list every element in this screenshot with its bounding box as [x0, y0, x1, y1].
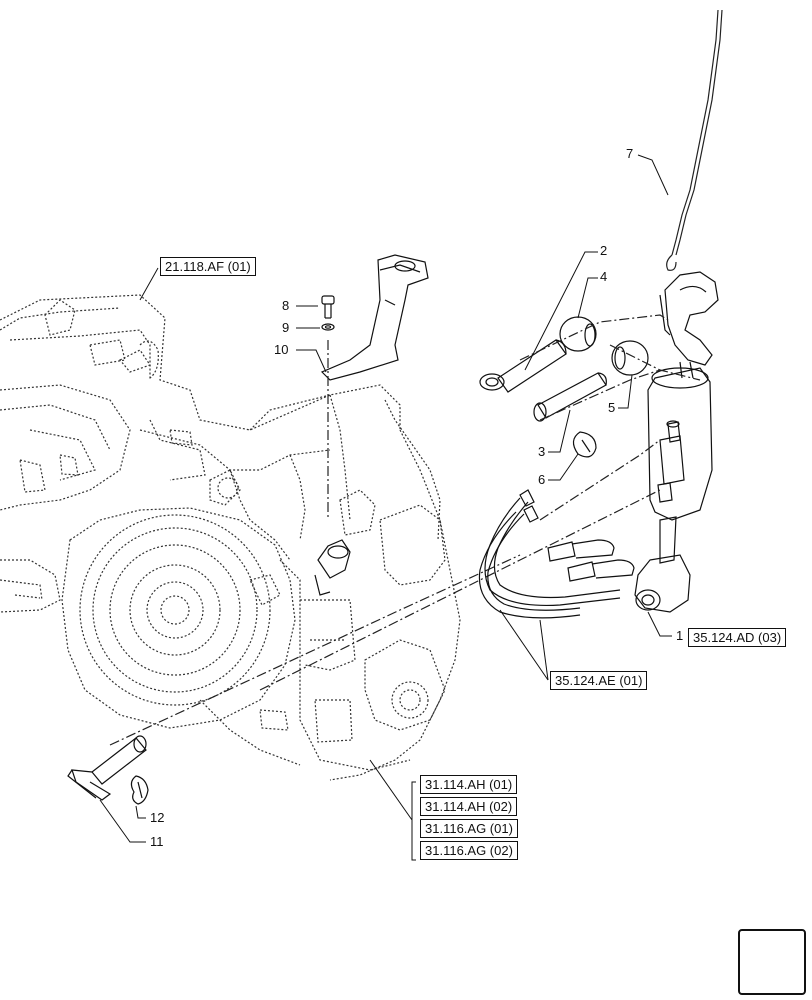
ref-31-116-ag-02[interactable]: 31.116.AG (02): [420, 841, 518, 860]
next-page-button[interactable]: [738, 929, 806, 995]
bolt-item-8: [321, 295, 335, 319]
ball-item-5: [611, 340, 649, 376]
chain-item-7: [666, 9, 723, 271]
pin-item-3: [533, 372, 607, 422]
ref-21-118-af[interactable]: 21.118.AF (01): [160, 257, 256, 276]
hydraulic-hoses: [478, 489, 635, 619]
housing-valve: [314, 539, 351, 596]
washer-item-9: [321, 323, 335, 331]
callout-8: 8: [282, 298, 290, 313]
linch-pin-item-6: [572, 431, 597, 458]
callout-6: 6: [538, 472, 546, 487]
callout-3: 3: [538, 444, 546, 459]
callout-9: 9: [282, 320, 290, 335]
leader-lines: [99, 154, 672, 861]
callout-4: 4: [600, 269, 608, 284]
ball-item-4: [559, 316, 597, 352]
callout-10: 10: [274, 342, 289, 357]
callout-5: 5: [608, 400, 616, 415]
pin-item-2: [479, 339, 567, 393]
clip-item-12: [130, 775, 149, 805]
callout-11: 11: [150, 834, 164, 849]
pin-item-11: [67, 735, 147, 801]
ref-31-114-ah-01[interactable]: 31.114.AH (01): [420, 775, 518, 794]
top-link-cylinder-item-1: [634, 271, 719, 613]
transmission-housing: [0, 294, 461, 781]
ref-31-114-ah-02[interactable]: 31.114.AH (02): [420, 797, 518, 816]
callout-12: 12: [150, 810, 165, 825]
ref-35-124-ad[interactable]: 35.124.AD (03): [688, 628, 787, 647]
ref-35-124-ae[interactable]: 35.124.AE (01): [550, 671, 648, 690]
bracket-item-10: [320, 254, 429, 381]
callout-2: 2: [600, 243, 608, 258]
callout-7: 7: [626, 146, 634, 161]
ref-31-116-ag-01[interactable]: 31.116.AG (01): [420, 819, 518, 838]
alignment-lines: [109, 314, 701, 746]
callout-1: 1: [676, 628, 684, 643]
